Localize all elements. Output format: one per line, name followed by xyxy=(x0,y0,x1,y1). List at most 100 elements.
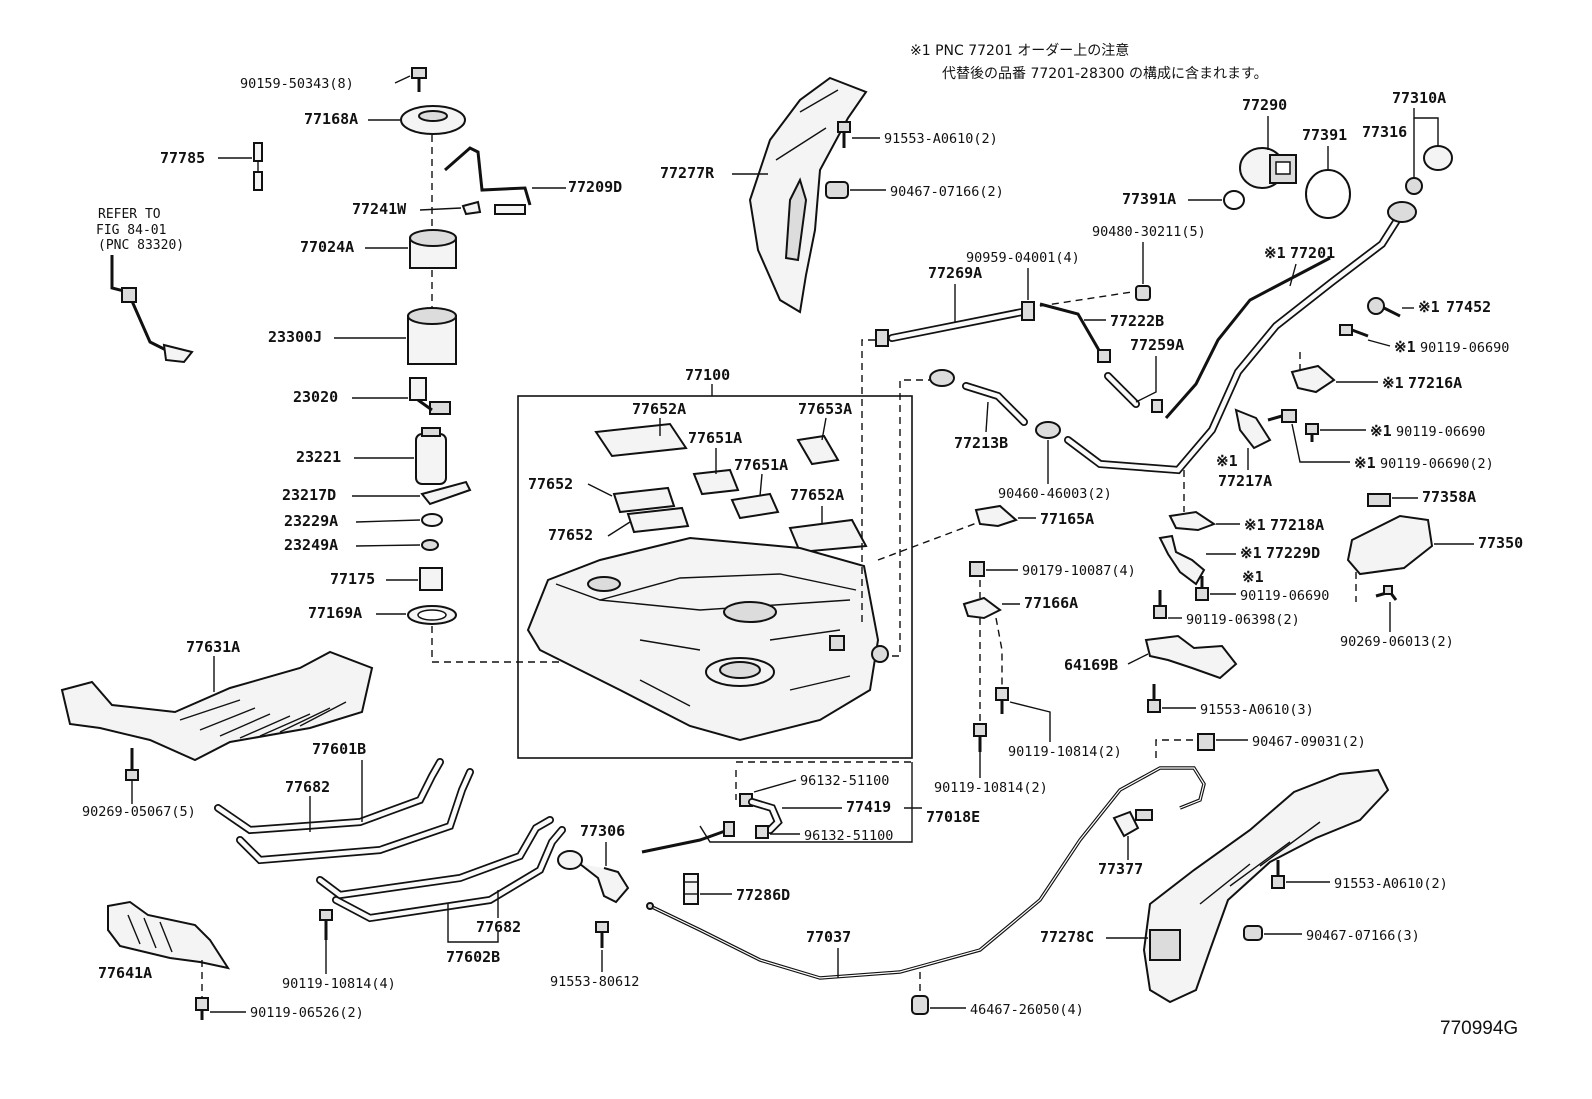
filler-cap-77290-icon xyxy=(1239,147,1297,189)
label-77229D-marker: ※1 xyxy=(1240,544,1262,562)
fuel-lid-77350-icon xyxy=(1346,514,1434,576)
label-77216A: 77216A xyxy=(1408,374,1462,392)
fuel-tank-77100-icon xyxy=(526,536,889,742)
label-90959: 90959-04001(4) xyxy=(966,250,1080,266)
label-77218A-marker: ※1 xyxy=(1244,516,1266,534)
label-77218A: 77218A xyxy=(1270,516,1324,534)
label-91553-A0610-top: 91553-A0610(2) xyxy=(884,131,998,147)
harness-83320-icon xyxy=(110,255,194,364)
bolt-90119-06690-c-icon xyxy=(1267,409,1297,423)
bolt-91553-A0610-3-icon xyxy=(1147,684,1161,713)
clip-77377-icon xyxy=(1112,809,1153,838)
pad-77652-a-icon xyxy=(612,486,676,514)
sender-77306-icon xyxy=(557,850,630,904)
label-77452-marker: ※1 xyxy=(1418,298,1440,316)
pad-77652A-lower-icon xyxy=(788,518,868,554)
bracket-77216A-icon xyxy=(1290,364,1336,394)
guard-77278C-icon xyxy=(1142,768,1390,1004)
leader-90159 xyxy=(394,75,411,84)
pad-77651A-left-icon xyxy=(692,468,740,496)
label-77241W: 77241W xyxy=(352,200,407,218)
bolt-90119-06526-icon xyxy=(195,997,209,1020)
label-90460: 90460-46003(2) xyxy=(998,486,1112,502)
label-77100: 77100 xyxy=(685,366,730,384)
label-77216A-marker: ※1 xyxy=(1382,374,1404,392)
bolt-90119-10814-4-icon xyxy=(319,909,333,940)
bolt-90119-06398-icon xyxy=(1153,590,1167,619)
label-77652A-lower: 77652A xyxy=(790,486,844,504)
label-90269-06013: 90269-06013(2) xyxy=(1340,634,1454,650)
clamp-77286D-icon xyxy=(683,873,699,905)
tube-77222B xyxy=(1039,302,1102,353)
label-90159: 90159-50343(8) xyxy=(240,76,354,92)
order-note-line1: ※1 PNC 77201 オーダー上の注意 xyxy=(910,42,1129,59)
bolt-90119-06690-a-icon xyxy=(1339,324,1369,338)
refer-line2: FIG 84-01 xyxy=(96,223,166,238)
bolt-90119-06690-b-icon xyxy=(1305,423,1319,442)
clip-90467-09031-icon xyxy=(1197,733,1215,751)
protector-77641A-icon xyxy=(107,900,231,970)
label-77419: 77419 xyxy=(846,798,891,816)
label-77201-marker: ※1 xyxy=(1264,244,1286,262)
label-90119-06690-a: 90119-06690 xyxy=(1420,340,1509,356)
label-77175: 77175 xyxy=(330,570,375,588)
pad-77652A-upper-icon xyxy=(594,422,688,458)
clip-77241W-icon xyxy=(461,200,482,216)
clamp-90959-icon xyxy=(1021,301,1035,321)
refer-line1: REFER TO xyxy=(98,207,161,222)
bolt-91553-A0610-bottom-icon xyxy=(1271,860,1285,889)
label-77316: 77316 xyxy=(1362,123,1407,141)
label-77217A-marker: ※1 xyxy=(1216,452,1238,470)
label-77653A: 77653A xyxy=(798,400,852,418)
label-90269-05067: 90269-05067(5) xyxy=(82,804,196,820)
label-96132-a: 96132-51100 xyxy=(800,773,889,789)
label-64169B: 64169B xyxy=(1064,656,1118,674)
label-91553-A0610-bottom: 91553-A0610(2) xyxy=(1334,876,1448,892)
label-46467: 46467-26050(4) xyxy=(970,1002,1084,1018)
sender-77209D-icon xyxy=(494,204,526,215)
label-91553-80612: 91553-80612 xyxy=(550,974,639,990)
clamp-90460-icon xyxy=(1035,421,1061,439)
label-77377: 77377 xyxy=(1098,860,1143,878)
label-90119-10814-4: 90119-10814(4) xyxy=(282,976,396,992)
label-77391A: 77391A xyxy=(1122,190,1176,208)
label-77652-a: 77652 xyxy=(528,475,573,493)
sender-wire-77209D xyxy=(444,146,532,206)
label-77602B: 77602B xyxy=(446,948,500,966)
label-77651A-right: 77651A xyxy=(734,456,788,474)
label-23020: 23020 xyxy=(293,388,338,406)
nut-90179-10087-icon xyxy=(969,561,985,577)
bracket-77218A-icon xyxy=(1168,510,1217,532)
bolt-90119-10814-b-icon xyxy=(973,723,987,752)
pressure-regulator-23020-icon xyxy=(409,377,451,415)
bracket-77166A-icon xyxy=(962,596,1002,620)
label-77310A: 77310A xyxy=(1392,89,1446,107)
bolt-91553-80612-icon xyxy=(595,921,609,948)
label-90119-10814-a: 90119-10814(2) xyxy=(1008,744,1122,760)
nut-90467-07166-top-icon xyxy=(825,181,849,199)
label-23249A: 23249A xyxy=(284,536,338,554)
label-77641A: 77641A xyxy=(98,964,152,982)
label-90119-06690-d: 90119-06690 xyxy=(1240,588,1329,604)
label-77350: 77350 xyxy=(1478,534,1523,552)
label-77391: 77391 xyxy=(1302,126,1347,144)
label-77024A: 77024A xyxy=(300,238,354,256)
label-77601B: 77601B xyxy=(312,740,366,758)
label-77201: 77201 xyxy=(1290,244,1335,262)
label-77169A: 77169A xyxy=(308,604,362,622)
label-77631A: 77631A xyxy=(186,638,240,656)
label-77452: 77452 xyxy=(1446,298,1491,316)
tank-assembly-box xyxy=(517,395,913,759)
bolt-90119-06690-d-icon xyxy=(1195,576,1209,601)
hose-77213B xyxy=(962,382,1028,426)
label-90119-06690-c: 90119-06690(2) xyxy=(1380,456,1494,472)
label-90467-07166-bottom: 90467-07166(3) xyxy=(1306,928,1420,944)
label-77358A: 77358A xyxy=(1422,488,1476,506)
pad-77653A-icon xyxy=(796,434,840,466)
sensor-77785-icon xyxy=(253,142,263,191)
label-77652A-upper: 77652A xyxy=(632,400,686,418)
guard-77277R-icon xyxy=(748,76,868,314)
label-90119-06526: 90119-06526(2) xyxy=(250,1005,364,1021)
